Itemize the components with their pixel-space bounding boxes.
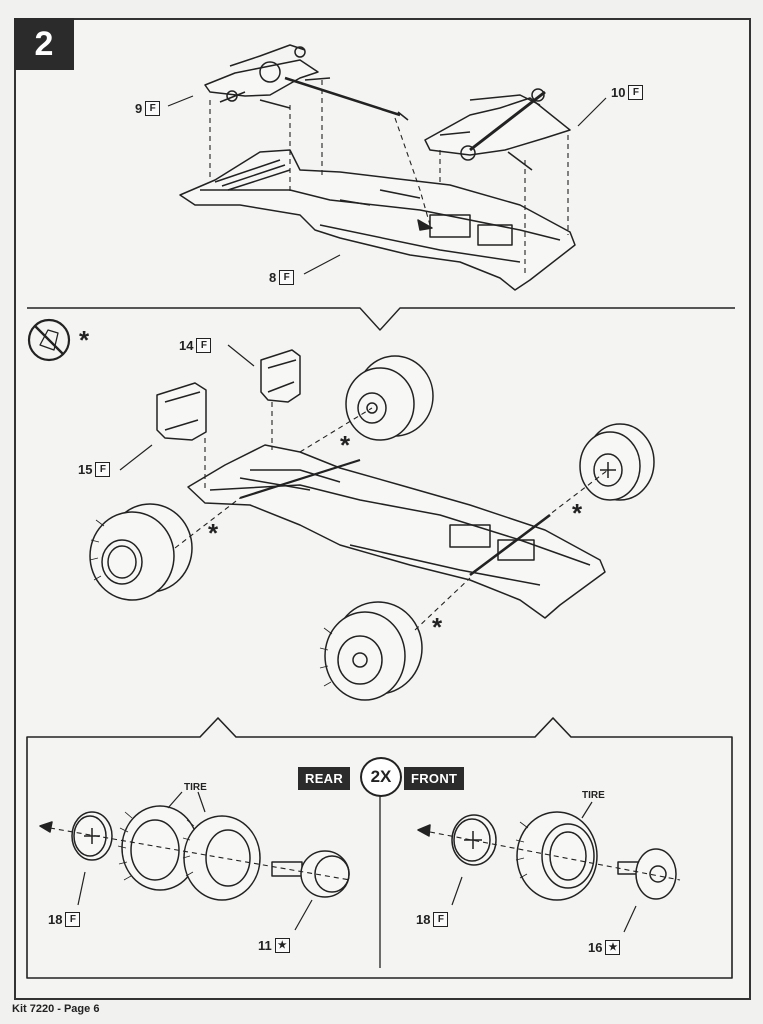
assembly-arrow xyxy=(417,219,433,231)
front-wheel-right xyxy=(579,423,655,501)
section-divider-1 xyxy=(27,307,735,331)
rear-label: REAR xyxy=(298,767,351,790)
callout-part-16: 16 ★ xyxy=(588,940,621,955)
callout-part-10: 10 F xyxy=(611,85,644,100)
part-number: 14 xyxy=(179,338,194,353)
front-hub-part-16 xyxy=(617,848,677,900)
rear-tire-label: TIRE xyxy=(184,782,207,793)
chassis-frame-top xyxy=(179,149,576,291)
part-code-box: F xyxy=(628,85,644,100)
rear-axle-part-9 xyxy=(204,44,409,121)
rear-axis-line xyxy=(49,827,351,881)
glue-star-lower-wheel: * xyxy=(432,612,443,642)
callout-part-15: 15 F xyxy=(78,462,111,477)
leader-lines-top xyxy=(167,95,607,275)
alignment-lines-top xyxy=(209,80,569,275)
part-code-box: F xyxy=(65,912,81,927)
front-label: FRONT xyxy=(404,767,465,790)
front-hubcap-part-18 xyxy=(451,814,497,866)
part-number: 16 xyxy=(588,940,603,955)
part-code-box: F xyxy=(433,912,449,927)
front-axle-part-10 xyxy=(424,88,571,171)
part-number: 15 xyxy=(78,462,93,477)
part-number: 10 xyxy=(611,85,626,100)
rear-tire-outer xyxy=(121,805,199,891)
part-code-box: F xyxy=(279,270,295,285)
rear-hubcap-part-18 xyxy=(71,811,113,861)
detail-box xyxy=(26,717,733,979)
part-number: 9 xyxy=(135,101,143,116)
quantity-badge: 2X xyxy=(360,757,402,797)
part-number: 18 xyxy=(416,912,431,927)
callout-part-8: 8 F xyxy=(269,270,295,285)
callout-part-18-front: 18 F xyxy=(416,912,449,927)
rear-arrow xyxy=(39,821,53,833)
rear-wheel-upper xyxy=(345,355,434,441)
front-tire-label: TIRE xyxy=(582,790,605,801)
part-code-box: ★ xyxy=(274,938,290,953)
tread-hatching xyxy=(89,519,529,881)
body-mount-part-14 xyxy=(260,349,301,403)
glue-star-left-wheel: * xyxy=(208,518,219,548)
rear-wheel-left xyxy=(89,503,193,601)
callout-part-9: 9 F xyxy=(135,101,161,116)
part-number: 8 xyxy=(269,270,277,285)
callout-part-18-rear: 18 F xyxy=(48,912,81,927)
callout-part-14: 14 F xyxy=(179,338,212,353)
body-mount-part-15 xyxy=(156,382,207,441)
no-glue-star: * xyxy=(79,325,90,355)
chassis-frame-middle xyxy=(187,444,606,619)
front-axis-line xyxy=(429,831,681,881)
glue-star-right-wheel: * xyxy=(572,498,583,528)
part-code-box: F xyxy=(145,101,161,116)
callout-part-11: 11 ★ xyxy=(258,938,290,953)
part-code-box: F xyxy=(196,338,212,353)
page-footer: Kit 7220 - Page 6 xyxy=(12,1003,100,1015)
part-number: 11 xyxy=(258,938,272,953)
front-wheel-lower xyxy=(324,601,423,701)
no-glue-icon xyxy=(27,318,71,362)
part-code-box: F xyxy=(95,462,111,477)
front-leaders xyxy=(451,801,637,933)
step-number-badge: 2 xyxy=(14,18,74,70)
rear-leaders xyxy=(77,791,313,931)
front-arrow xyxy=(417,824,431,837)
rear-hub-part-11 xyxy=(271,850,350,898)
leader-lines-middle xyxy=(119,344,255,471)
glue-star-upper-wheel: * xyxy=(340,430,351,460)
part-code-box: ★ xyxy=(605,940,621,955)
part-number: 18 xyxy=(48,912,63,927)
